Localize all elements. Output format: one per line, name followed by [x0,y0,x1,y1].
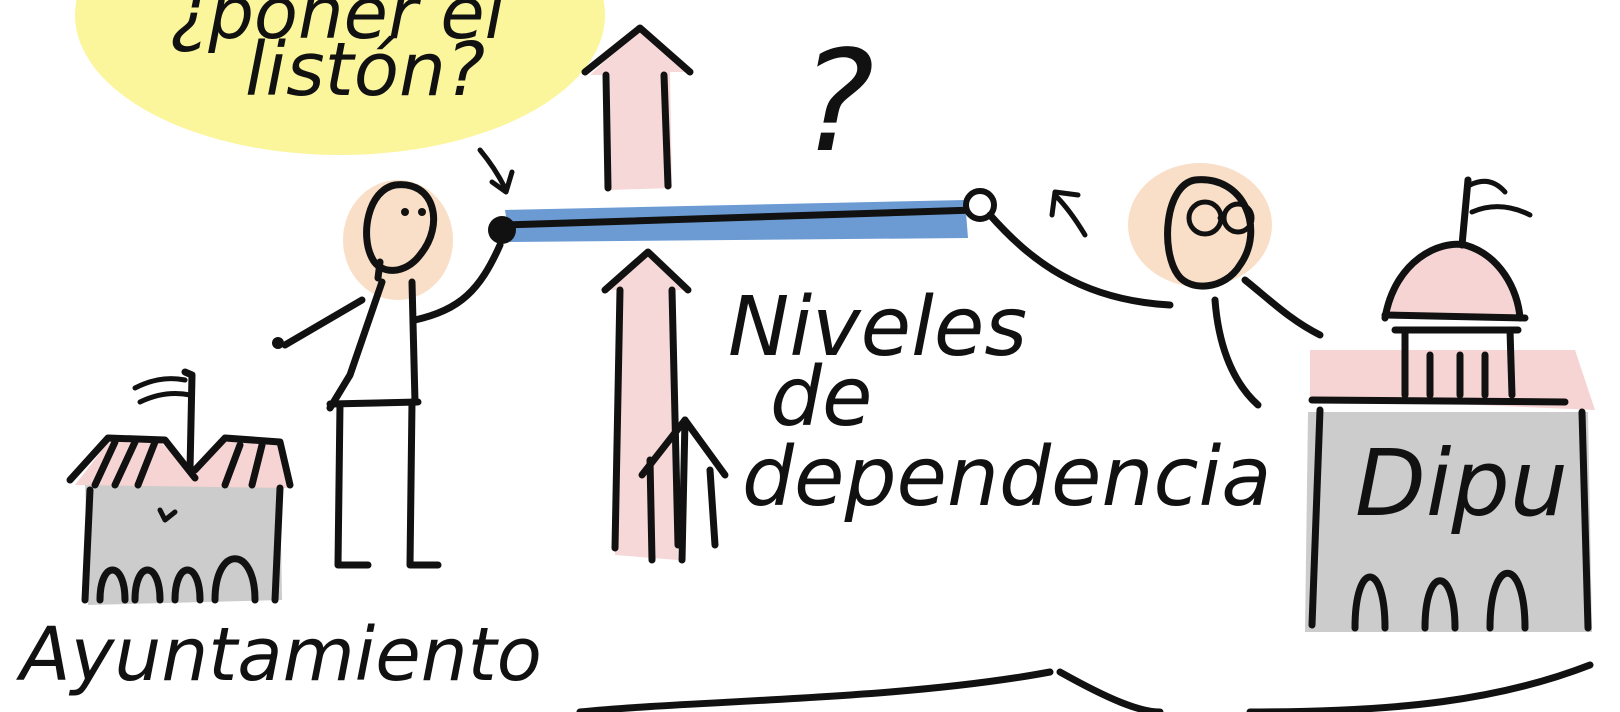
dipu-building [1305,176,1595,632]
right-pointer-arrowhead [1049,189,1081,218]
right-pointer-arrow [1052,192,1088,238]
niveles-label: Niveles de dependencia [728,280,1272,525]
left-person [272,180,504,569]
bubble-text-line1: ¿poner el [170,0,505,55]
bubble-pointer-arrowhead [489,169,515,195]
up-arrow-top [581,24,694,192]
ayuntamiento-label: Ayuntamiento [16,612,542,698]
niveles-label-line2: de [770,350,873,445]
niveles-label-line1: Niveles [728,280,1027,375]
bubble-text-line2: listón? [245,27,485,113]
right-person [986,163,1324,409]
speech-bubble-shape [75,0,605,155]
dipu-label: Dipu [1355,430,1568,537]
bubble-pointer-arrow [477,147,508,191]
question-mark: ? [800,21,874,184]
ayuntamiento-building [66,368,294,605]
speech-bubble: ¿poner el listón? [75,0,605,195]
niveles-label-line3: dependencia [742,430,1272,525]
up-arrow-bottom [600,248,729,564]
bottom-brace [576,661,1594,712]
liston-bar [488,188,997,244]
